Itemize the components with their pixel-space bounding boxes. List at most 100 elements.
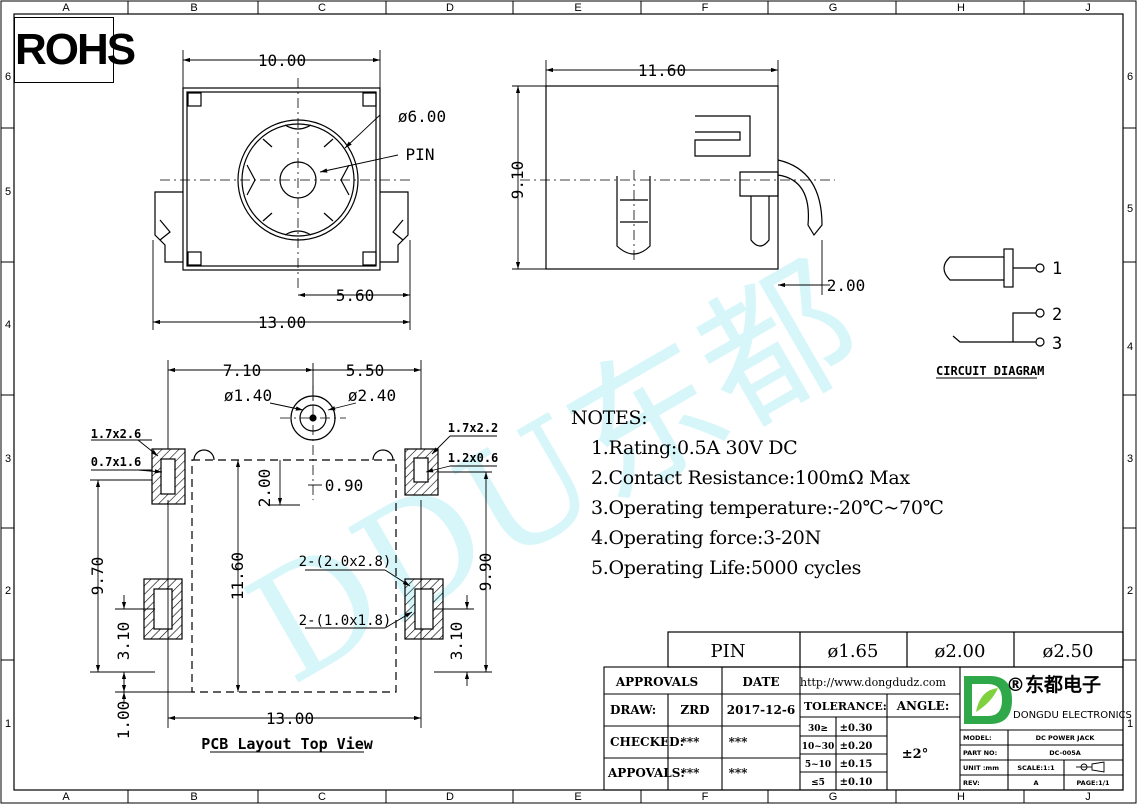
svg-text:C: C xyxy=(318,791,326,803)
note-item: 5.Operating Life:5000 cycles xyxy=(591,557,862,579)
pin-table-text: PIN ø1.65 ø2.00 ø2.50 xyxy=(711,641,1094,662)
svg-text:3: 3 xyxy=(1052,334,1062,354)
svg-text:4: 4 xyxy=(1127,341,1133,353)
svg-text:F: F xyxy=(702,791,709,803)
svg-text:5.60: 5.60 xyxy=(336,286,375,305)
svg-text:ø2.40: ø2.40 xyxy=(348,386,396,405)
svg-text:1: 1 xyxy=(1052,259,1062,279)
note-item: 1.Rating:0.5A 30V DC xyxy=(591,437,798,459)
pcb-centerlines xyxy=(280,385,346,500)
company-text: ®东都电子 DONGDU ELECTRONICS xyxy=(1006,673,1132,721)
svg-text:2: 2 xyxy=(1052,305,1062,325)
svg-text:5~10: 5~10 xyxy=(805,760,831,770)
svg-text:13.00: 13.00 xyxy=(258,313,306,332)
svg-text:PART NO:: PART NO: xyxy=(963,749,997,757)
svg-text:±0.30: ±0.30 xyxy=(840,723,873,734)
svg-text:J: J xyxy=(1085,791,1091,803)
svg-text:3.10: 3.10 xyxy=(447,622,466,661)
svg-text:7.10: 7.10 xyxy=(223,361,262,380)
svg-text:ANGLE:: ANGLE: xyxy=(896,699,950,713)
svg-text:A: A xyxy=(1033,779,1038,787)
svg-text:REV:: REV: xyxy=(963,779,980,787)
svg-text:±0.20: ±0.20 xyxy=(840,741,873,752)
svg-text:1: 1 xyxy=(1127,718,1133,730)
svg-text:F: F xyxy=(702,2,709,14)
svg-text:±2°: ±2° xyxy=(902,747,928,762)
svg-text:D: D xyxy=(446,2,454,14)
svg-text:APPROVALS: APPROVALS xyxy=(615,675,698,689)
svg-text:UNIT :mm: UNIT :mm xyxy=(963,764,999,772)
svg-text:5: 5 xyxy=(5,186,11,198)
svg-text:G: G xyxy=(829,2,838,14)
svg-text:2017-12-6: 2017-12-6 xyxy=(727,703,795,717)
projection-symbol-icon xyxy=(1076,761,1105,773)
svg-text:***: *** xyxy=(681,766,701,780)
svg-text:B: B xyxy=(190,2,197,14)
svg-text:13.00: 13.00 xyxy=(266,709,314,728)
svg-text:CIRCUIT DIAGRAM: CIRCUIT DIAGRAM xyxy=(936,364,1044,378)
svg-text:PCB Layout Top View: PCB Layout Top View xyxy=(201,735,374,753)
note-item: 4.Operating force:3-20N xyxy=(591,527,821,549)
svg-text:3: 3 xyxy=(5,453,11,465)
side-dim-labels: 11.60 9.10 2.00 xyxy=(508,61,865,295)
svg-text:ø1.40: ø1.40 xyxy=(224,386,272,405)
svg-text:APPOVALS:: APPOVALS: xyxy=(607,766,685,780)
top-centerlines xyxy=(160,78,410,290)
svg-text:E: E xyxy=(574,2,581,14)
svg-text:B: B xyxy=(190,791,197,803)
circuit-labels: 1 2 3 CIRCUIT DIAGRAM xyxy=(936,259,1062,378)
svg-text:PAGE:1/1: PAGE:1/1 xyxy=(1077,779,1110,787)
note-item: 3.Operating temperature:-20℃~70℃ xyxy=(591,497,944,519)
svg-text:J: J xyxy=(1085,2,1091,14)
svg-text:ZRD: ZRD xyxy=(680,703,709,717)
svg-text:9.90: 9.90 xyxy=(476,553,495,592)
svg-text:0.90: 0.90 xyxy=(325,476,364,495)
svg-text:5: 5 xyxy=(1127,203,1133,215)
svg-text:G: G xyxy=(829,791,838,803)
pcb-dim-labels: 7.10 5.50 ø1.40 ø2.40 1.7x2.6 0.7x1.6 1.… xyxy=(88,361,498,753)
pin-dia-2: ø2.00 xyxy=(935,641,986,662)
svg-text:1.7x2.2: 1.7x2.2 xyxy=(448,421,499,435)
svg-text:11.60: 11.60 xyxy=(228,552,247,600)
svg-text:DC-005A: DC-005A xyxy=(1049,749,1081,757)
top-dims xyxy=(152,50,411,330)
svg-text:®东都电子: ®东都电子 xyxy=(1006,673,1101,696)
pcb-dims xyxy=(90,360,497,753)
svg-text:TOLERANCE:: TOLERANCE: xyxy=(804,700,887,713)
svg-text:±0.15: ±0.15 xyxy=(840,759,873,770)
svg-text:A: A xyxy=(62,791,70,803)
svg-text:2.00: 2.00 xyxy=(827,276,866,295)
svg-text:11.60: 11.60 xyxy=(638,61,686,80)
svg-text:E: E xyxy=(574,791,581,803)
svg-text:30≥: 30≥ xyxy=(808,724,828,734)
note-item: 2.Contact Resistance:100mΩ Max xyxy=(591,467,910,489)
top-view xyxy=(154,87,409,271)
svg-text:http://www.dongdudz.com: http://www.dongdudz.com xyxy=(800,676,947,689)
notes-block: NOTES: 1.Rating:0.5A 30V DC 2.Contact Re… xyxy=(571,403,944,583)
svg-text:2-(2.0x2.8): 2-(2.0x2.8) xyxy=(299,554,392,570)
side-view xyxy=(545,85,823,270)
svg-text:DATE: DATE xyxy=(742,675,779,689)
pcb-layout xyxy=(143,395,444,693)
svg-text:DRAW:: DRAW: xyxy=(610,703,656,717)
svg-text:H: H xyxy=(957,791,965,803)
title-block xyxy=(603,666,1124,791)
svg-text:CHECKED:: CHECKED: xyxy=(610,735,684,749)
svg-text:5.50: 5.50 xyxy=(346,361,385,380)
pin-table-label: PIN xyxy=(711,641,746,662)
svg-text:***: *** xyxy=(729,766,749,780)
svg-text:PIN: PIN xyxy=(406,145,435,164)
company-logo xyxy=(964,676,1012,724)
top-dim-labels: 10.00 ø6.00 PIN 5.60 13.00 xyxy=(258,51,446,332)
svg-text:MODEL:: MODEL: xyxy=(963,734,992,742)
side-dims xyxy=(512,60,830,295)
title-block-meta: MODEL: DC POWER JACK PART NO: DC-005A UN… xyxy=(963,734,1110,787)
svg-text:A: A xyxy=(62,2,70,14)
svg-text:±0.10: ±0.10 xyxy=(840,777,873,788)
circuit-diagram xyxy=(936,248,1045,379)
pin-dia-1: ø1.65 xyxy=(828,641,879,662)
svg-text:1: 1 xyxy=(5,718,11,730)
svg-text:9.70: 9.70 xyxy=(88,557,107,596)
